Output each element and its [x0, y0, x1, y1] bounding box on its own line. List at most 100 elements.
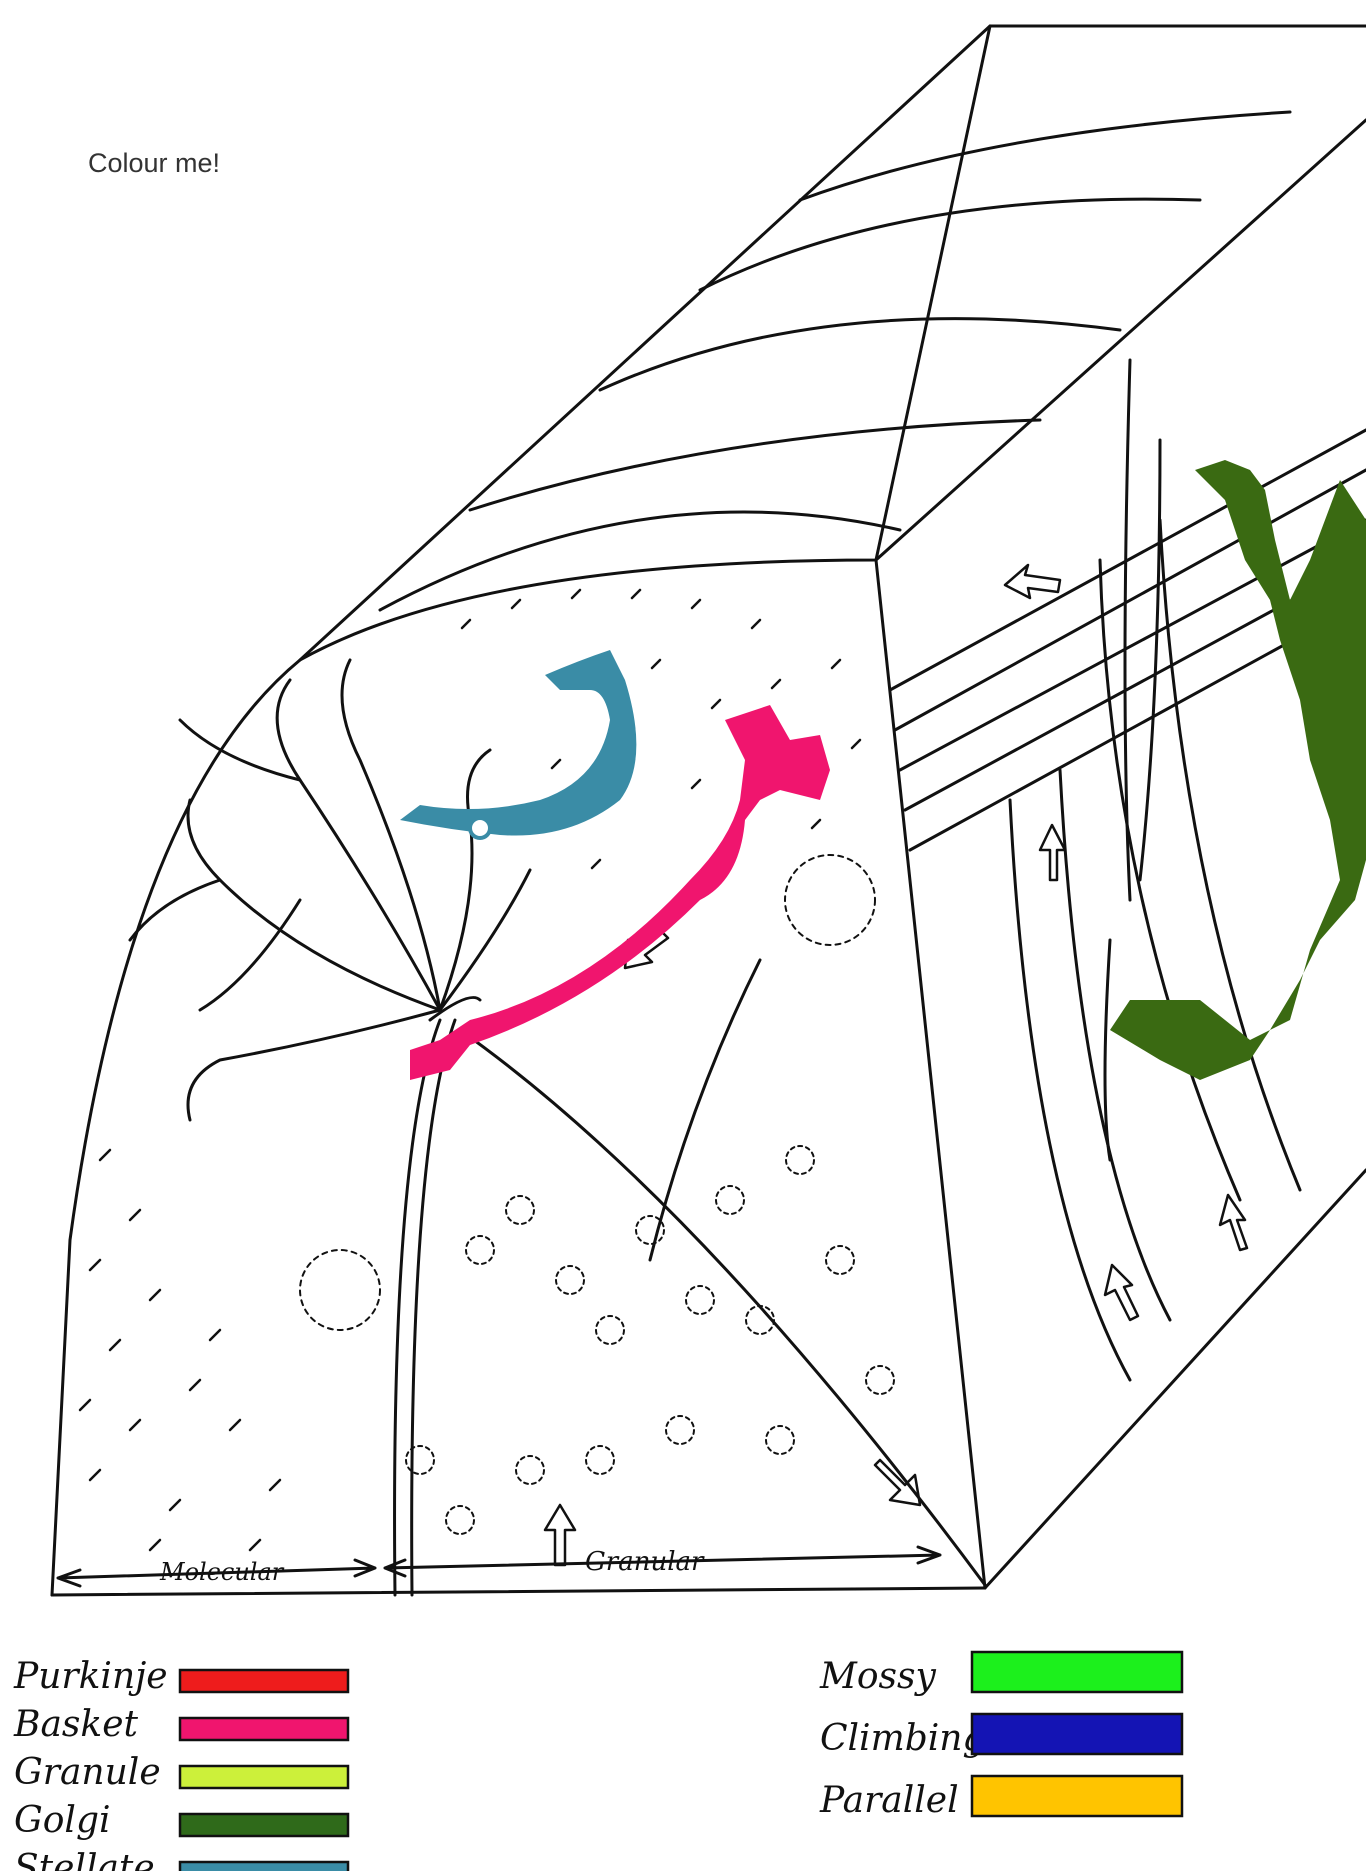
dash — [98, 1148, 112, 1162]
dash — [78, 1398, 92, 1412]
folia-line — [798, 110, 1292, 202]
granule-cell — [715, 1185, 745, 1215]
arrow — [873, 1458, 922, 1507]
dash — [88, 1468, 102, 1482]
granule-cell — [765, 1425, 795, 1455]
left-legend-swatch-0 — [178, 1668, 350, 1694]
granule-cell — [465, 1235, 495, 1265]
molecular-span-arrow — [56, 1558, 377, 1588]
purkinje-branch — [128, 878, 222, 942]
purkinje-branch — [438, 868, 532, 1012]
folia-line — [378, 510, 902, 612]
granule-cell — [515, 1455, 545, 1485]
dash — [810, 818, 822, 830]
molecular-label: Molecular — [159, 1558, 285, 1586]
dash — [248, 1538, 262, 1552]
dash — [148, 1538, 162, 1552]
arrow — [1103, 1263, 1140, 1322]
top-ridge — [874, 118, 1366, 562]
granular-span-arrow — [383, 1545, 942, 1578]
dash — [510, 598, 522, 610]
dash — [770, 678, 782, 690]
left-legend-label-3: Golgi — [14, 1800, 111, 1841]
right-face-edge — [983, 1168, 1366, 1590]
dash — [690, 778, 702, 790]
purkinje-branch — [178, 718, 302, 782]
top-left-edge — [298, 24, 992, 662]
granule-cell — [665, 1415, 695, 1445]
granule-cell — [865, 1365, 895, 1395]
right-legend-label-0: Mossy — [819, 1656, 936, 1697]
right-legend-swatch-0 — [970, 1650, 1184, 1694]
purkinje2-dendrite — [1123, 358, 1132, 902]
purkinje-branch — [186, 1008, 442, 1122]
folia-line — [468, 418, 1042, 512]
golgi-outline — [299, 1249, 381, 1331]
right-legend-label-2: Parallel — [819, 1780, 959, 1821]
purkinje2-dendrite — [1138, 438, 1162, 882]
left-legend-label-2: Granule — [14, 1752, 161, 1793]
granule-cell — [405, 1445, 435, 1475]
dash — [268, 1478, 282, 1492]
dash — [650, 658, 662, 670]
right-legend-swatch-1 — [970, 1712, 1184, 1756]
dash — [208, 1328, 222, 1342]
dash — [128, 1208, 142, 1222]
dash — [128, 1418, 142, 1432]
climbing-fiber — [648, 958, 762, 1262]
purkinje2-axon — [1103, 938, 1112, 1162]
purkinje-branch — [198, 898, 302, 1012]
dash — [228, 1418, 242, 1432]
granule-cell — [505, 1195, 535, 1225]
dash — [148, 1288, 162, 1302]
left-legend-swatch-2 — [178, 1764, 350, 1790]
granule-cell — [745, 1305, 775, 1335]
dash — [750, 618, 762, 630]
block-outline — [50, 24, 1366, 1597]
granule-cell — [635, 1215, 665, 1245]
dash — [108, 1338, 122, 1352]
stellate-soma — [468, 816, 492, 840]
purkinje-soma — [428, 996, 482, 1022]
dash — [88, 1258, 102, 1272]
granule-cell — [825, 1245, 855, 1275]
right-legend-label-1: Climbing — [820, 1718, 986, 1759]
granular-label: Granular — [585, 1547, 705, 1577]
granule-cell — [595, 1315, 625, 1345]
granule-cell — [555, 1265, 585, 1295]
front-right-edge — [874, 558, 987, 1590]
right-legend-swatch-2 — [970, 1774, 1184, 1818]
right-face-column — [1098, 558, 1242, 1202]
dash — [550, 758, 562, 770]
dash — [830, 658, 842, 670]
purkinje-branch — [186, 798, 442, 1012]
granule-cell — [685, 1285, 715, 1315]
dash — [690, 598, 702, 610]
left-legend-label-0: Purkinje — [13, 1656, 168, 1697]
left-legend-swatch-1 — [178, 1716, 350, 1742]
arrow — [1038, 823, 1067, 882]
purkinje-branch — [275, 678, 442, 1012]
dash — [570, 588, 582, 600]
dash — [460, 618, 472, 630]
arrow — [543, 1503, 577, 1567]
golgi-cell-colored — [1110, 460, 1366, 1080]
right-face-column — [1158, 518, 1302, 1192]
parallel-fiber — [888, 428, 1366, 692]
mossy-fiber — [458, 1028, 987, 1587]
parallel-fiber — [898, 518, 1366, 772]
dash — [710, 698, 722, 710]
dash — [188, 1378, 202, 1392]
caption: Colour me! — [88, 148, 221, 178]
folia-line — [598, 317, 1122, 392]
golgi-outline — [784, 854, 876, 946]
stellate-cell-colored — [400, 650, 637, 836]
right-face-column — [1058, 768, 1172, 1322]
left-legend-label-4: Stellate — [14, 1848, 155, 1871]
dash — [630, 588, 642, 600]
purkinje-branch — [340, 658, 442, 1012]
dash — [850, 738, 862, 750]
block-base — [50, 1586, 987, 1597]
